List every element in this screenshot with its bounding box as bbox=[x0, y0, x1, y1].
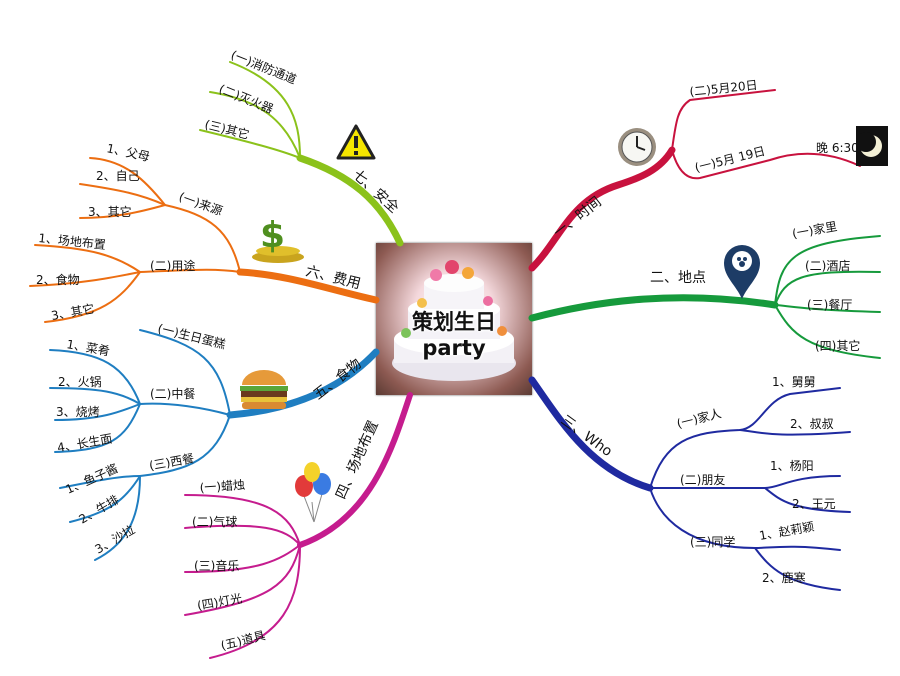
branch-label-who: 三、Who bbox=[558, 412, 615, 460]
cost-source-item-2: 3、其它 bbox=[88, 204, 132, 219]
who-friends: (二)朋友 bbox=[680, 473, 725, 487]
place-item-3: (四)其它 bbox=[815, 338, 860, 353]
branch-label-venue: 四、场地布置 bbox=[333, 418, 382, 501]
who-friends-item-1: 2、王元 bbox=[792, 497, 836, 511]
food-cake: (一)生日蛋糕 bbox=[156, 321, 227, 351]
time-item-1-note: 晚 6:30 bbox=[816, 141, 859, 155]
clock-icon bbox=[618, 128, 656, 166]
branch-label-time: 一、时间 bbox=[551, 194, 605, 241]
food-western-item-1: 2、牛排 bbox=[76, 492, 121, 527]
venue-item-2: (三)音乐 bbox=[194, 558, 239, 573]
who-classmates-item-0: 1、赵莉颖 bbox=[758, 520, 815, 543]
branch-cost bbox=[29, 157, 380, 323]
cost-use: (二)用途 bbox=[150, 258, 195, 273]
who-classmates-item-1: 2、鹿寒 bbox=[762, 570, 806, 585]
warning-icon bbox=[336, 124, 376, 160]
time-item-1: (一)5月 19日 bbox=[693, 144, 766, 175]
who-family: (一)家人 bbox=[675, 405, 723, 431]
who-family-item-1: 2、叔叔 bbox=[790, 417, 834, 431]
place-item-1: (二)酒店 bbox=[805, 259, 850, 273]
dollar-icon: $ bbox=[252, 215, 304, 263]
branch-label-cost: 六、费用 bbox=[304, 263, 362, 292]
cost-source-item-0: 1、父母 bbox=[105, 141, 151, 164]
burger-icon bbox=[240, 370, 288, 409]
cost-source-item-1: 2、自己 bbox=[96, 169, 140, 183]
branch-venue bbox=[184, 392, 413, 659]
safety-item-0: (一)消防通道 bbox=[229, 47, 299, 87]
branch-food bbox=[49, 329, 380, 561]
cost-source: (一)来源 bbox=[177, 190, 224, 219]
time-item-0: (二)5月20日 bbox=[689, 78, 758, 99]
center-title-line2: party bbox=[422, 336, 486, 360]
map-pin-icon bbox=[724, 245, 760, 299]
who-classmates: (三)同学 bbox=[690, 534, 735, 549]
venue-item-3: (四)灯光 bbox=[196, 591, 243, 613]
svg-text:$: $ bbox=[260, 215, 285, 256]
branch-label-place: 二、地点 bbox=[650, 270, 706, 286]
balloons-icon bbox=[295, 462, 331, 523]
food-lunch-item-2: 3、烧烤 bbox=[56, 404, 100, 419]
cake-photo bbox=[376, 243, 532, 395]
who-friends-item-0: 1、杨阳 bbox=[770, 458, 814, 473]
food-western-item-2: 3、沙拉 bbox=[92, 522, 137, 557]
venue-item-4: (五)道具 bbox=[219, 628, 266, 653]
cost-use-item-0: 1、场地布置 bbox=[38, 231, 107, 252]
food-western: (三)西餐 bbox=[148, 450, 195, 473]
center-title-line1: 策划生日 bbox=[412, 310, 496, 334]
food-lunch-item-1: 2、火锅 bbox=[58, 374, 102, 389]
place-item-0: (一)家里 bbox=[791, 218, 838, 241]
cost-use-item-2: 3、其它 bbox=[50, 301, 96, 323]
branch-time bbox=[528, 89, 861, 272]
cost-use-item-1: 2、食物 bbox=[36, 272, 80, 287]
moon-icon bbox=[856, 126, 888, 166]
branch-safety bbox=[199, 61, 404, 247]
food-lunch-item-0: 1、菜肴 bbox=[65, 337, 110, 358]
safety-item-1: (二)灭火器 bbox=[217, 82, 275, 116]
food-western-item-0: 1、鱼子酱 bbox=[63, 460, 120, 496]
branch-label-food: 五、食物 bbox=[310, 355, 365, 403]
food-lunch-item-3: 4、长生面 bbox=[56, 432, 113, 455]
branch-label-safety: 七、安全 bbox=[349, 166, 402, 216]
branch-who bbox=[528, 376, 851, 591]
venue-item-1: (二)气球 bbox=[192, 514, 237, 529]
branch-place bbox=[528, 235, 881, 359]
cake-icon bbox=[392, 260, 516, 381]
venue-item-0: (一)蜡烛 bbox=[199, 478, 245, 495]
who-family-item-0: 1、舅舅 bbox=[772, 375, 816, 389]
place-item-2: (三)餐厅 bbox=[807, 297, 852, 312]
food-lunch: (二)中餐 bbox=[150, 386, 195, 401]
safety-item-2: (三)其它 bbox=[203, 116, 251, 142]
